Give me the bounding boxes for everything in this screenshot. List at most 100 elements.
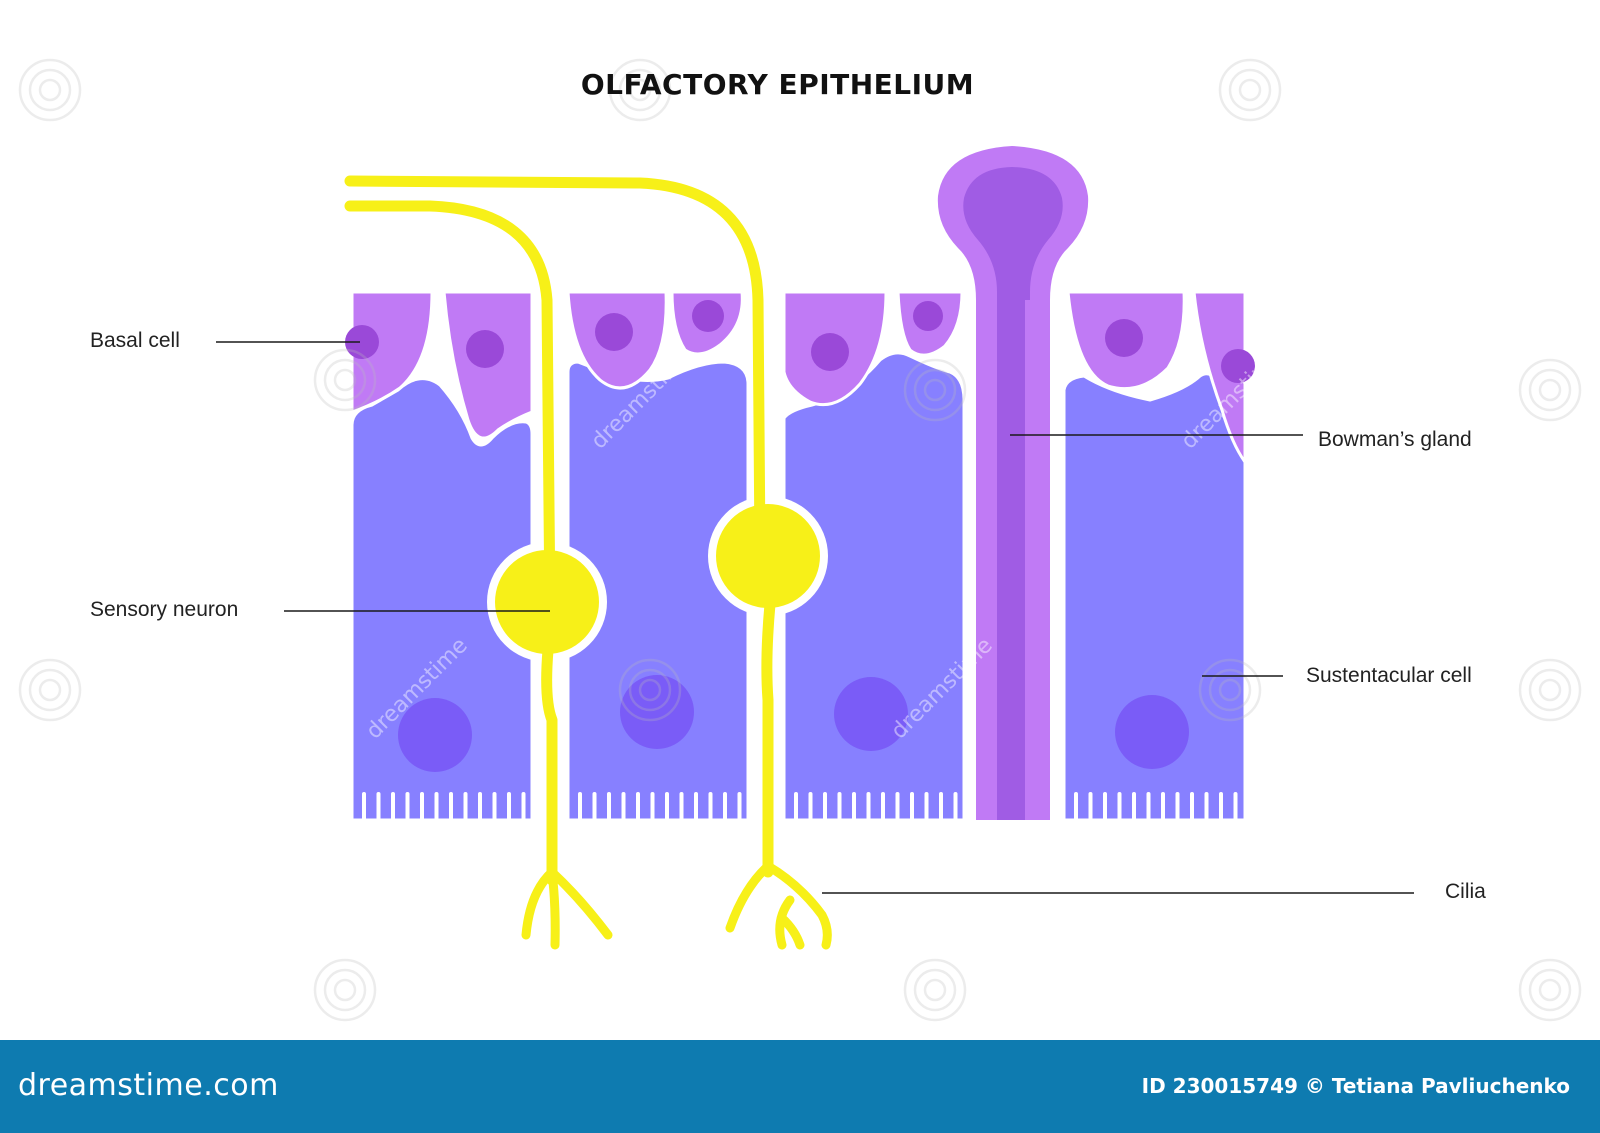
diagram-title: OLFACTORY EPITHELIUM xyxy=(580,68,975,101)
watermark-ring xyxy=(923,978,947,1002)
basal-nucleus-7 xyxy=(1105,319,1143,357)
gland-duct-lumen xyxy=(1025,300,1033,820)
comb-notch xyxy=(621,792,626,822)
comb-notch xyxy=(492,792,497,822)
sensory-neurons xyxy=(338,169,832,950)
sustentacular-cells xyxy=(350,351,1247,822)
comb-notch xyxy=(881,792,885,822)
comb-notch xyxy=(910,792,914,822)
neuron-1-dendrite xyxy=(541,644,558,886)
comb-notch xyxy=(837,792,842,822)
watermark-ring xyxy=(1218,678,1242,702)
comb-notch xyxy=(1219,792,1223,822)
comb-notch xyxy=(463,792,468,822)
watermark-ring xyxy=(323,358,367,402)
watermark-ring xyxy=(1238,78,1262,102)
comb-notch xyxy=(708,792,713,822)
watermark-ring xyxy=(1518,958,1582,1022)
comb-notch xyxy=(592,792,597,822)
watermark-ring xyxy=(38,678,62,702)
comb-notch xyxy=(737,792,742,822)
comb-notch xyxy=(1175,792,1180,822)
comb-notch xyxy=(1161,792,1165,822)
label-sustentacular-cell: Sustentacular cell xyxy=(1306,664,1472,687)
comb-notch xyxy=(808,792,813,822)
watermark-ring xyxy=(28,668,72,712)
neuron-1-cilia xyxy=(521,867,613,950)
neuron-1-axon xyxy=(344,200,556,616)
neuron-2-cilia xyxy=(725,861,832,950)
leader-lines xyxy=(216,341,1414,894)
comb-notch xyxy=(578,792,582,822)
comb-notch xyxy=(852,792,856,822)
watermark-ring xyxy=(1528,668,1572,712)
watermark-ring xyxy=(1218,58,1282,122)
watermark-ring xyxy=(618,68,662,112)
comb-notch xyxy=(607,792,611,822)
watermark-ring xyxy=(628,668,672,712)
label-cilia: Cilia xyxy=(1445,880,1486,903)
basal-nucleus-5 xyxy=(811,333,849,371)
gland-duct-inner xyxy=(963,167,1063,820)
comb-notch xyxy=(679,792,684,822)
comb-notch xyxy=(1146,792,1151,822)
watermark-ring xyxy=(1198,658,1262,722)
basal-nucleus-6 xyxy=(913,301,943,331)
watermark-ring xyxy=(313,348,377,412)
watermark-ring xyxy=(333,978,357,1002)
watermark-ring xyxy=(18,58,82,122)
footer-logo[interactable]: dreamstime.com xyxy=(18,1068,279,1103)
comb-notch xyxy=(794,792,798,822)
watermark-ring xyxy=(18,658,82,722)
watermark-ring xyxy=(1528,968,1572,1012)
watermark-ring xyxy=(323,968,367,1012)
neuron-bodies xyxy=(344,175,832,950)
sustentacular-cell-3 xyxy=(782,351,966,822)
comb-notch xyxy=(376,792,381,822)
watermark-ring xyxy=(1538,378,1562,402)
footer-bar: dreamstime.com ID 230015749 © Tetiana Pa… xyxy=(0,1040,1600,1133)
watermark-ring xyxy=(628,78,652,102)
watermark-ring xyxy=(1518,658,1582,722)
watermark-ring xyxy=(923,378,947,402)
neuron-2-dendrite xyxy=(761,598,776,878)
comb-notch xyxy=(1204,792,1209,822)
sustentacular-nucleus-1 xyxy=(398,698,472,772)
sustentacular-nucleus-3 xyxy=(834,677,908,751)
comb-notch xyxy=(636,792,640,822)
basal-nucleus-2 xyxy=(466,330,504,368)
watermark-ring xyxy=(1538,978,1562,1002)
comb-notch xyxy=(723,792,727,822)
label-bowmans-gland: Bowman’s gland xyxy=(1318,428,1472,451)
watermark-ring xyxy=(618,658,682,722)
comb-notch xyxy=(521,792,526,822)
comb-notch xyxy=(823,792,827,822)
comb-notch xyxy=(449,792,453,822)
comb-notch xyxy=(939,792,943,822)
neuron-1-soma xyxy=(495,550,599,654)
cell-base-comb xyxy=(362,792,1238,822)
label-basal-cell: Basal cell xyxy=(90,329,180,352)
label-sensory-neuron: Sensory neuron xyxy=(90,598,239,621)
basal-cells xyxy=(350,290,1247,467)
watermark-ring xyxy=(913,368,957,412)
watermark-ring xyxy=(1518,358,1582,422)
watermark-ring xyxy=(1228,68,1272,112)
comb-notch xyxy=(1088,792,1093,822)
watermark-ring xyxy=(1208,668,1252,712)
neuron-2-soma xyxy=(716,504,820,608)
watermark-ring xyxy=(333,368,357,392)
comb-notch xyxy=(478,792,482,822)
comb-notch xyxy=(953,792,958,822)
comb-notch xyxy=(391,792,395,822)
watermark-ring xyxy=(28,68,72,112)
comb-notch xyxy=(1117,792,1122,822)
watermark-ring xyxy=(1528,368,1572,412)
basal-nucleus-3 xyxy=(595,313,633,351)
comb-notch xyxy=(1233,792,1238,822)
neuron-2-axon xyxy=(344,175,766,556)
basal-nucleus-1 xyxy=(345,325,379,359)
comb-notch xyxy=(866,792,871,822)
watermark-ring xyxy=(1538,678,1562,702)
watermark-ring xyxy=(38,78,62,102)
